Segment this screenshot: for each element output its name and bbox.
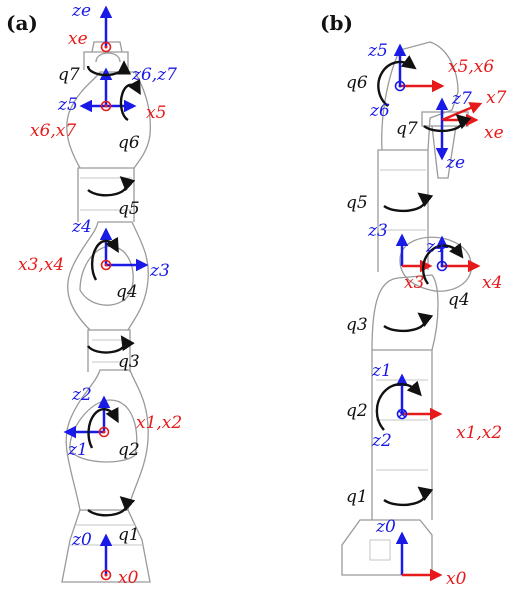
b-label-z6: z6 [369,101,390,121]
b-q6-rotation [377,55,417,107]
b-q5-rotation [383,192,434,213]
b-label-q2: q2 [346,401,368,421]
b-q2-rotation [375,380,422,431]
b-label-x3: x3 [404,273,424,293]
a-label-q5: q5 [118,199,140,219]
b-label-ze: ze [445,153,465,173]
b-label-x5x6: x5,x6 [448,57,494,77]
a-q3-rotation [87,335,135,354]
a-q1-rotation [87,496,136,517]
b-label-z2: z2 [371,431,392,451]
axes-b [393,43,483,582]
rotations-a [86,60,141,517]
a-label-z4: z4 [71,217,92,237]
b-label-z7: z7 [451,89,472,109]
panel-a: (a) [6,1,182,588]
a-label-q2: q2 [118,440,140,460]
a-label-x1x2: x1,x2 [136,413,182,433]
a-label-z0: z0 [71,530,92,550]
a-label-ze: ze [71,1,91,21]
labels-a: q7 q6 q5 q4 q3 q2 q1 ze z6,z7 z5 z4 z3 z… [18,1,182,588]
b-label-xe: xe [484,123,504,143]
a-label-z5: z5 [57,95,78,115]
labels-b: q6 q7 q5 q4 q3 q2 q1 z5 z6 z7 ze z3 z4 z… [346,41,507,589]
a-q4-rotation [90,236,119,281]
a-label-z1: z1 [67,440,88,460]
b-q7-rotation [423,114,472,133]
b-label-q6: q6 [346,73,368,93]
a-q6-rotation [119,78,141,122]
a-label-x0: x0 [118,568,139,588]
robot-b-outline [341,41,472,576]
a-label-q6: q6 [118,133,140,153]
b-label-q1: q1 [346,487,368,507]
b-label-q7: q7 [396,119,418,139]
a-q2-rotation [87,406,119,449]
b-label-q5: q5 [346,193,368,213]
a-label-q7: q7 [58,65,80,85]
b-label-q4: q4 [448,290,470,310]
b-label-q3: q3 [346,315,368,335]
a-label-q3: q3 [118,352,140,372]
b-label-z0: z0 [375,517,396,537]
a-q5-rotation [87,176,136,197]
panel-b: (b) [320,11,507,589]
panel-a-label: (a) [6,11,38,35]
a-label-z3: z3 [149,261,170,281]
a-label-q4: q4 [116,282,138,302]
a-label-x5: x5 [146,103,166,123]
b-q3-rotation [383,312,434,333]
b-label-z4: z4 [425,237,446,257]
robot-a-outline [61,41,151,583]
b-label-x4: x4 [482,273,502,293]
b-q4-rotation [421,242,464,285]
a-label-z6z7: z6,z7 [131,65,177,85]
b-x7-axis [441,102,483,122]
b-label-z5: z5 [367,41,388,61]
b-label-x0: x0 [446,569,467,589]
a-label-x6x7: x6,x7 [30,121,76,141]
b-label-x7: x7 [486,88,507,108]
a-q7-rotation [86,60,132,77]
b-q1-rotation [383,486,434,507]
b-label-z3: z3 [367,221,388,241]
rotations-b [375,55,472,507]
b-label-z1: z1 [371,361,392,381]
a-label-z2: z2 [71,385,92,405]
b-label-x1x2: x1,x2 [456,423,502,443]
a-label-q1: q1 [118,525,140,545]
a-label-x3x4: x3,x4 [18,255,64,275]
panel-b-label: (b) [320,11,353,35]
a-label-xe: xe [68,29,88,49]
